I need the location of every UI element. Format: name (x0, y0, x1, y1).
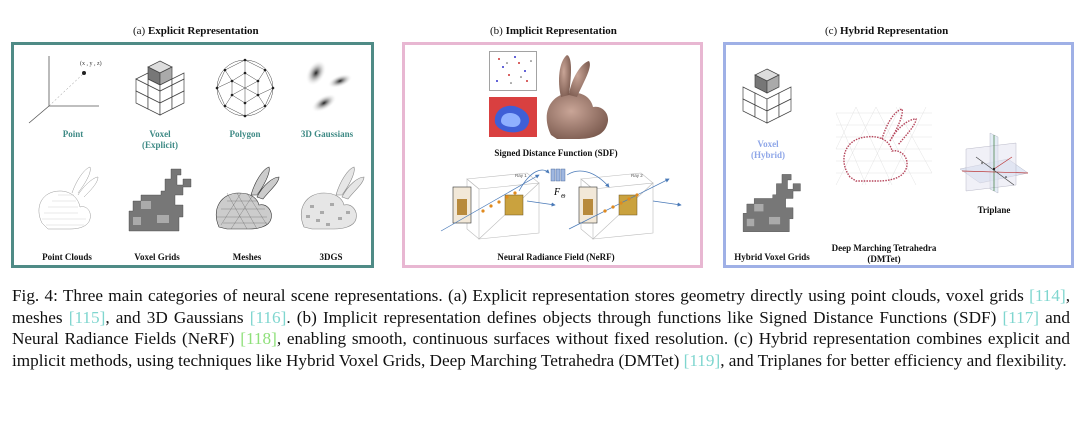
label-dmtet: Deep Marching Tetrahedra (DMTet) (818, 243, 950, 265)
figure-caption: Fig. 4: Three main categories of neural … (12, 285, 1070, 371)
label-nerf: Neural Radiance Field (NeRF) (491, 252, 621, 263)
panel-b-title: (b) Implicit Representation (490, 25, 617, 37)
hybrid-voxel-grid-bunny-figure (732, 167, 806, 241)
panel-a-prefix: (a) (133, 25, 145, 37)
label-triplane: Triplane (966, 205, 1022, 216)
sdf-heatmap-figure (489, 97, 537, 137)
label-polygon: Polygon (220, 129, 270, 140)
mesh-bunny-figure (207, 161, 285, 239)
label-meshes: Meshes (222, 252, 272, 263)
label-voxel-hybrid: Voxel (Hybrid) (740, 139, 796, 161)
panel-explicit: (x , y , z) Point Voxel (Explicit) (11, 42, 374, 268)
caption-text-1: Fig. 4: Three main categories of neural … (12, 286, 1029, 305)
triplane-figure (952, 129, 1036, 203)
voxel-hybrid-figure (734, 63, 800, 129)
voxel-grid-bunny-figure (117, 161, 197, 241)
caption-text-7: , and Triplanes for better efficiency an… (720, 351, 1067, 370)
panel-b-title-text: Implicit Representation (506, 25, 617, 37)
panel-implicit: Signed Distance Function (SDF) (402, 42, 703, 268)
point-cloud-bunny-figure (28, 163, 104, 239)
label-point: Point (48, 129, 98, 140)
panel-b-prefix: (b) (490, 25, 503, 37)
ref-118-link[interactable]: [118] (240, 329, 277, 348)
label-point-clouds: Point Clouds (34, 252, 100, 263)
ref-114-link[interactable]: [114] (1029, 286, 1066, 305)
label-3dgs: 3DGS (308, 252, 354, 263)
f-theta-subscript: Θ (561, 194, 566, 200)
3dgs-bunny-figure (292, 161, 370, 239)
sdf-scatter-figure (489, 51, 537, 91)
panel-a-title: (a) Explicit Representation (133, 25, 259, 37)
caption-text-4: . (b) Implicit representation defines ob… (286, 308, 1002, 327)
nerf-diagram-figure: F Θ Ray 1 Ray 2 (419, 165, 689, 249)
label-voxel-explicit: Voxel (Explicit) (130, 129, 190, 151)
ray2-text: Ray 2 (631, 173, 643, 178)
dmtet-bunny-figure (832, 103, 936, 187)
caption-text-3: , and 3D Gaussians (105, 308, 249, 327)
panel-c-title: (c) Hybrid Representation (825, 25, 948, 37)
ref-116-link[interactable]: [116] (250, 308, 287, 327)
gaussians-figure (294, 57, 360, 123)
polygon-sphere-figure (210, 53, 280, 123)
ref-119-link[interactable]: [119] (684, 351, 721, 370)
panel-c-prefix: (c) (825, 25, 837, 37)
point-coord-text: (x , y , z) (80, 60, 102, 67)
panel-a-title-text: Explicit Representation (148, 25, 259, 37)
voxel-explicit-figure (127, 55, 193, 121)
point-axes-figure: (x , y , z) (24, 51, 104, 131)
ray1-text: Ray 1 (515, 173, 527, 178)
f-theta-text: F (553, 187, 561, 198)
label-3d-gaussians: 3D Gaussians (296, 129, 358, 140)
ref-117-link[interactable]: [117] (1002, 308, 1039, 327)
label-hybrid-voxel-grids: Hybrid Voxel Grids (728, 252, 816, 263)
panel-hybrid: Voxel (Hybrid) Hybrid Voxel Grids Deep M… (723, 42, 1074, 268)
label-sdf: Signed Distance Function (SDF) (491, 148, 621, 159)
panel-c-title-text: Hybrid Representation (840, 25, 948, 37)
ref-115-link[interactable]: [115] (69, 308, 106, 327)
label-voxel-grids: Voxel Grids (126, 252, 188, 263)
sdf-bunny-figure (541, 51, 613, 143)
